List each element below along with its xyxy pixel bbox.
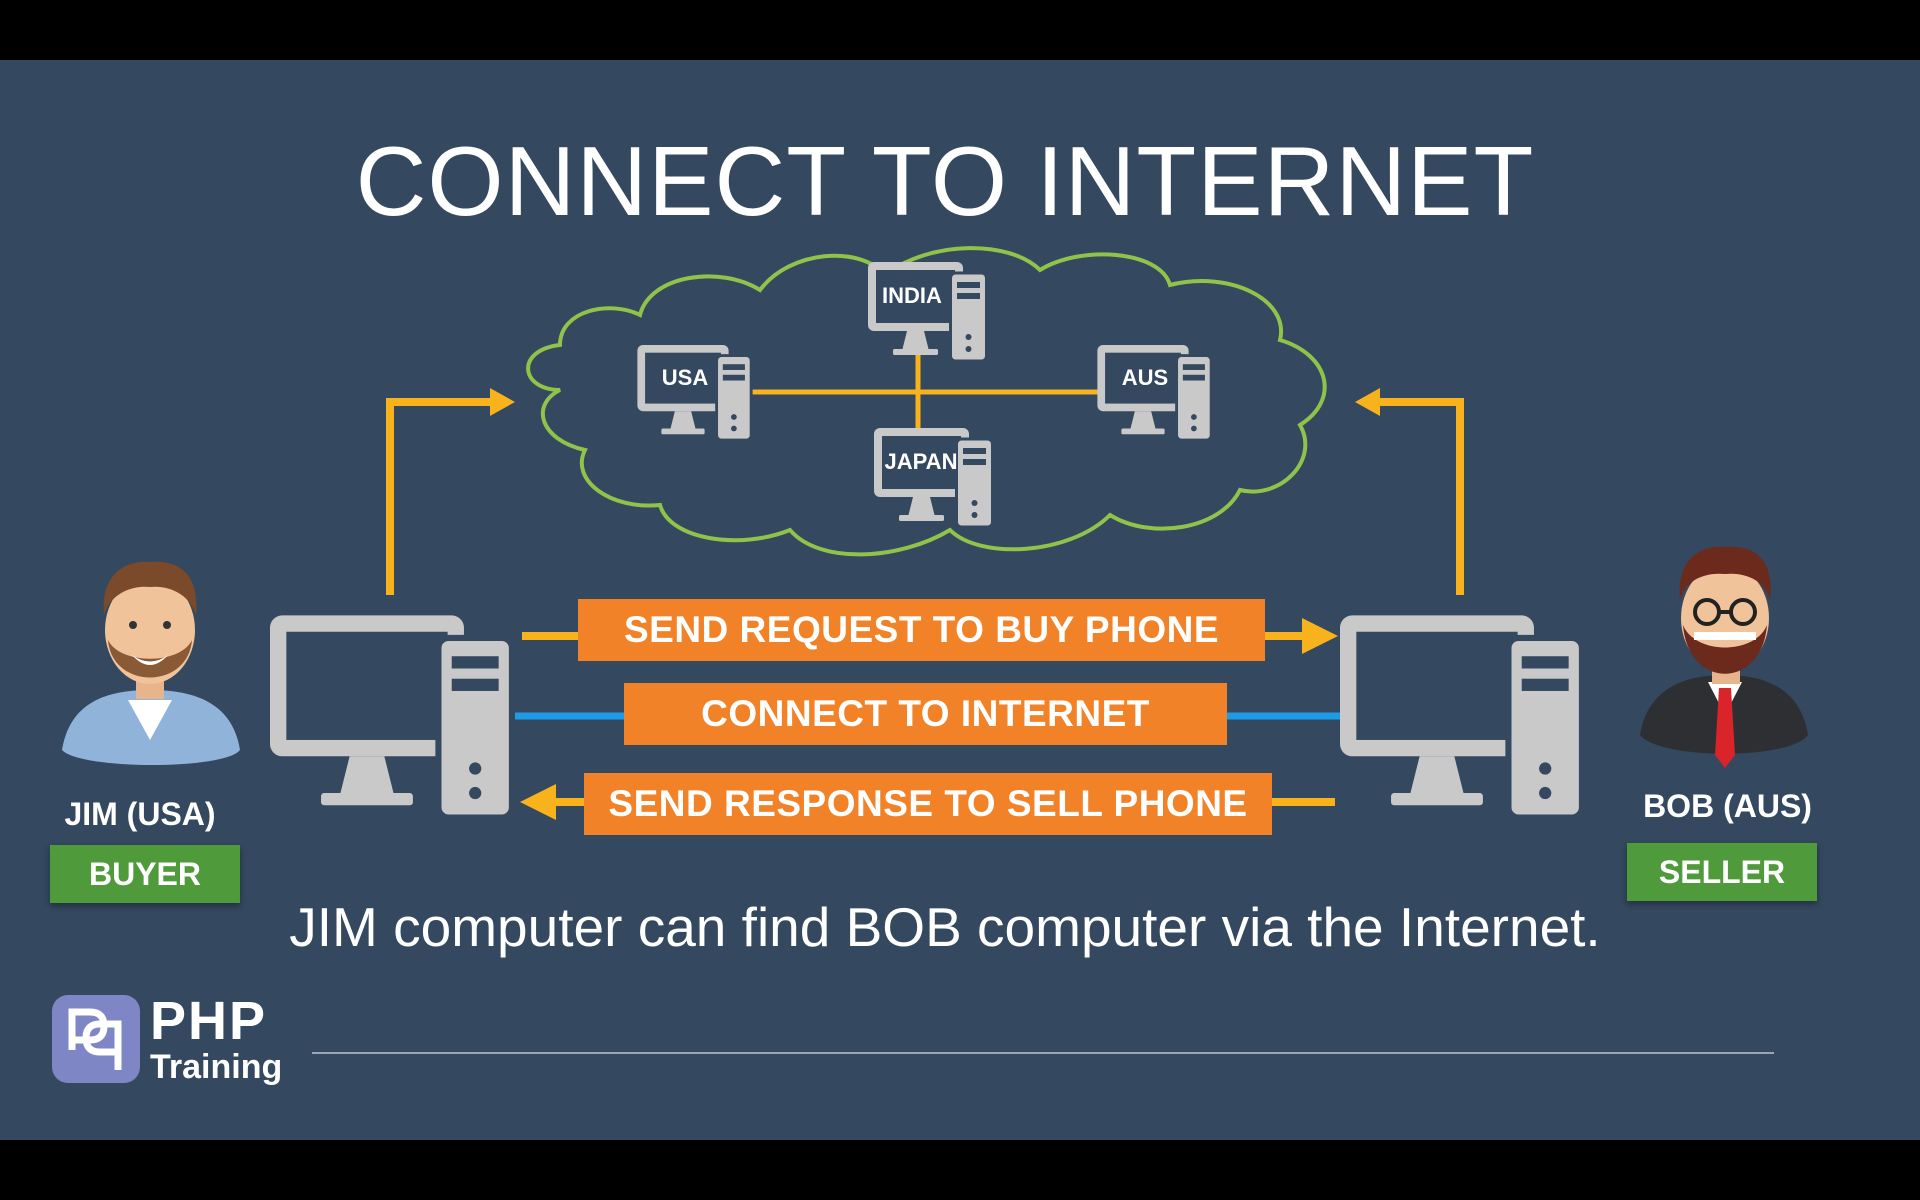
buyer-avatar	[62, 561, 240, 765]
computer-icon-india	[868, 262, 988, 362]
slide-title: CONNECT TO INTERNET	[355, 126, 1535, 236]
buyer-to-cloud-arrow	[386, 398, 495, 595]
logo-training-text: Training	[150, 1048, 283, 1086]
letterbox-bottom	[0, 1140, 1920, 1200]
computer-icon-aus	[1097, 345, 1213, 441]
logo-php-text: PHP	[150, 991, 268, 1051]
buyer-name: JIM (USA)	[64, 796, 216, 832]
letterbox-top	[0, 0, 1920, 60]
slide-caption: JIM computer can find BOB computer via t…	[289, 896, 1601, 958]
internet-cloud	[526, 246, 1327, 557]
arrowhead-icon	[1355, 388, 1380, 416]
node-label-usa: USA	[661, 365, 709, 390]
flow-connect-box: CONNECT TO INTERNET	[624, 683, 1227, 745]
seller-computer-icon	[1340, 615, 1582, 817]
arrowhead-icon	[520, 784, 556, 820]
node-label-aus: AUS	[1121, 365, 1169, 390]
arrowhead-icon	[490, 388, 515, 416]
node-label-japan: JAPAN	[884, 449, 958, 474]
flow-response-box: SEND RESPONSE TO SELL PHONE	[584, 773, 1272, 835]
arrowhead-icon	[1302, 618, 1338, 654]
computer-icon-usa	[637, 345, 753, 441]
computer-icon-japan	[874, 428, 994, 528]
php-training-logo-icon	[52, 995, 140, 1083]
seller-name: BOB (AUS)	[1643, 788, 1812, 824]
footer-divider	[312, 1052, 1774, 1054]
buyer-computer-icon	[270, 615, 512, 817]
seller-badge: SELLER	[1627, 843, 1817, 901]
node-label-india: INDIA	[882, 283, 942, 308]
seller-to-cloud-arrow	[1375, 398, 1464, 595]
seller-avatar	[1640, 546, 1808, 768]
buyer-badge: BUYER	[50, 845, 240, 903]
flow-request-box: SEND REQUEST TO BUY PHONE	[578, 599, 1265, 661]
